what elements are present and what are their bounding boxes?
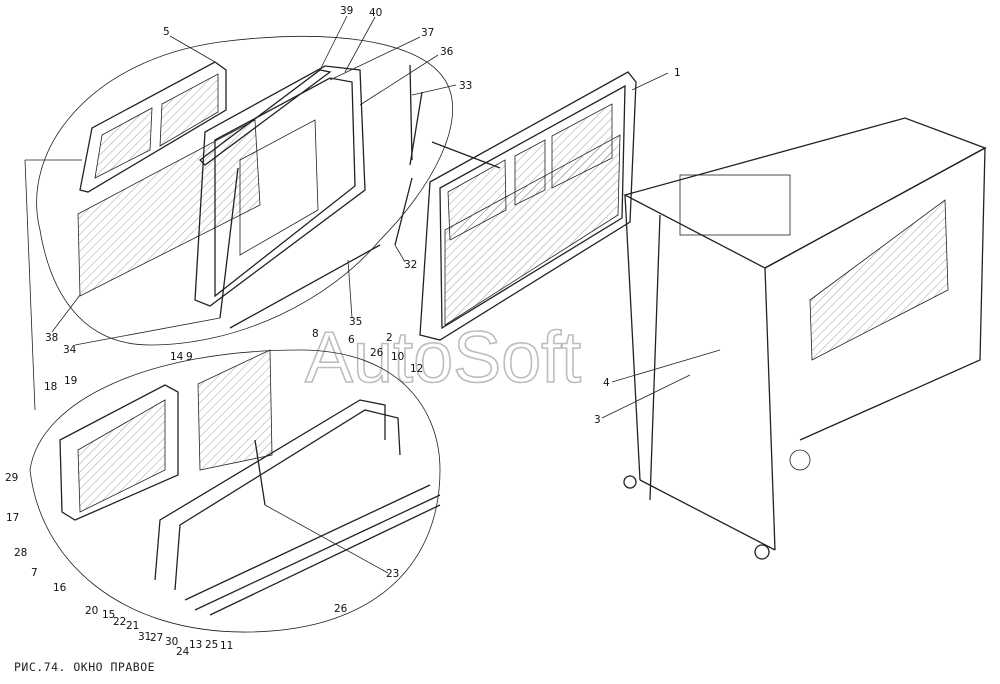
callout-6: 6 xyxy=(348,334,355,346)
part-1-window-assembly xyxy=(419,71,637,341)
callout-2: 2 xyxy=(386,332,393,344)
callout-27: 27 xyxy=(150,632,163,644)
callout-1: 1 xyxy=(674,67,681,79)
callout-33: 33 xyxy=(459,80,472,92)
lower-exploded-group xyxy=(29,349,441,633)
callout-10: 10 xyxy=(391,351,404,363)
callout-23: 23 xyxy=(386,568,399,580)
callout-38: 38 xyxy=(45,332,58,344)
callout-3: 3 xyxy=(594,414,601,426)
figure-caption: РИС.74. ОКНО ПРАВОЕ xyxy=(14,660,156,674)
callout-21: 21 xyxy=(126,620,139,632)
callout-35: 35 xyxy=(349,316,362,328)
callout-22: 22 xyxy=(113,616,126,628)
callout-20: 20 xyxy=(85,605,98,617)
cab-body xyxy=(623,117,987,560)
callout-29: 29 xyxy=(5,472,18,484)
callout-25: 25 xyxy=(205,639,218,651)
callout-24: 24 xyxy=(176,646,190,658)
callout-32: 32 xyxy=(404,259,417,271)
callout-31: 31 xyxy=(138,631,151,643)
callout-14: 14 xyxy=(170,351,184,363)
callout-30: 30 xyxy=(165,636,178,648)
callout-37: 37 xyxy=(421,27,434,39)
part-5-sliding-window xyxy=(79,61,227,193)
callout-5: 5 xyxy=(163,26,170,38)
callout-26-top: 26 xyxy=(370,347,384,359)
leader-lines xyxy=(24,15,721,574)
callout-39: 39 xyxy=(340,5,353,17)
callout-40: 40 xyxy=(369,7,382,19)
callout-8: 8 xyxy=(312,328,319,340)
callout-18: 18 xyxy=(44,381,57,393)
callout-16: 16 xyxy=(53,582,67,594)
callout-13: 13 xyxy=(189,639,202,651)
callout-11: 11 xyxy=(220,640,233,652)
callout-36: 36 xyxy=(440,46,454,58)
callout-9: 9 xyxy=(186,351,193,363)
callout-4: 4 xyxy=(603,377,610,389)
callout-7: 7 xyxy=(31,567,38,579)
callout-labels: 5 39 40 37 36 33 1 32 35 34 38 2 8 6 26 … xyxy=(5,5,681,658)
callout-26-bottom: 26 xyxy=(334,603,348,615)
callout-12: 12 xyxy=(410,363,423,375)
callout-15: 15 xyxy=(102,609,115,621)
watermark-text: AutoSoft xyxy=(305,318,581,398)
upper-exploded-group xyxy=(36,36,454,346)
callout-19: 19 xyxy=(64,375,77,387)
callout-34: 34 xyxy=(63,344,77,356)
callout-28: 28 xyxy=(14,547,27,559)
callout-17: 17 xyxy=(6,512,19,524)
